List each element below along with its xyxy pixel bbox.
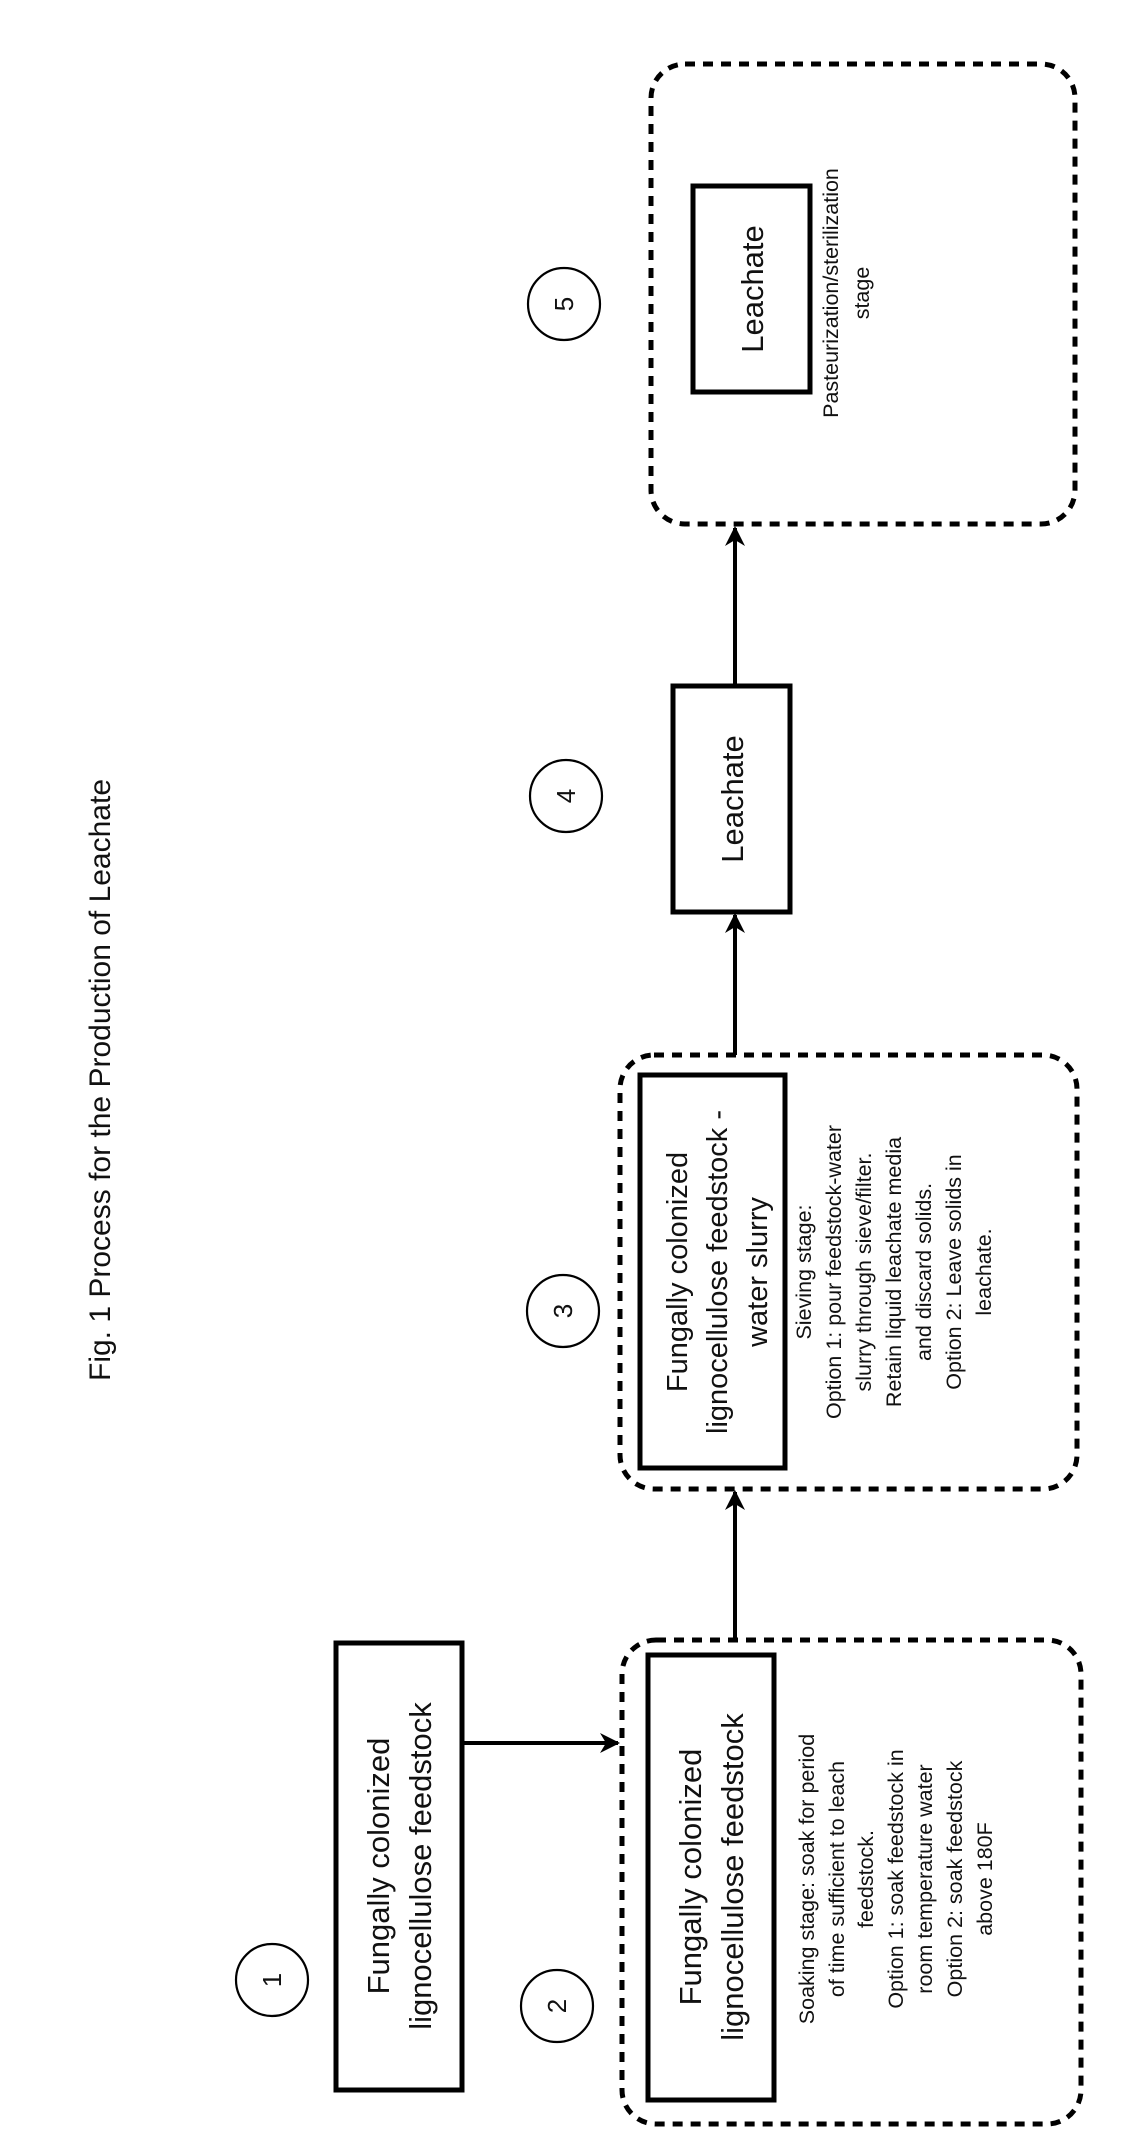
step-2-note: Option 2: soak feedstock xyxy=(943,1760,967,1997)
step-2-box-text: lignocellulose feedstock xyxy=(715,1713,750,2041)
step-2-note: feedstock. xyxy=(854,1830,878,1928)
svg-text:4: 4 xyxy=(551,789,581,803)
step-5-box-text: Leachate xyxy=(735,225,770,353)
svg-text:lignocellulose feedstock: lignocellulose feedstock xyxy=(403,1702,438,2030)
step-5-number: 5 xyxy=(528,268,600,340)
step-2-note: Option 1: soak feedstock in xyxy=(884,1749,908,2008)
step-5-note: stage xyxy=(850,267,874,320)
svg-text:5: 5 xyxy=(549,297,579,311)
step-4-number: 4 xyxy=(530,760,602,832)
step-2-number: 2 xyxy=(521,1970,593,2042)
step-3-note: Sieving stage: xyxy=(792,1204,816,1339)
step-1-number: 1 xyxy=(236,1944,308,2016)
step-1-box: Fungally colonized lignocellulose feedst… xyxy=(336,1643,462,2090)
step-2-box-text: Fungally colonized xyxy=(673,1749,708,2006)
step-3-number: 3 xyxy=(527,1275,599,1347)
step-2-note: above 180F xyxy=(973,1822,997,1936)
step-5-stage: Leachate Pasteurization/sterilization st… xyxy=(651,64,1075,524)
step-3-box-text: lignocellulose feedstock - xyxy=(702,1110,734,1434)
svg-text:1: 1 xyxy=(257,1973,287,1987)
step-2-stage: Fungally colonized lignocellulose feedst… xyxy=(622,1640,1081,2124)
svg-text:2: 2 xyxy=(542,1999,572,2013)
step-3-note: Option 2: Leave solids in xyxy=(942,1154,966,1389)
step-3-stage: Fungally colonized lignocellulose feedst… xyxy=(620,1055,1077,1489)
step-3-note: Retain liquid leachate media xyxy=(882,1137,906,1407)
step-4-box: Leachate xyxy=(673,686,790,912)
step-5-note: Pasteurization/sterilization xyxy=(819,168,843,418)
step-3-note: slurry through sieve/filter. xyxy=(852,1153,876,1392)
step-2-note: Soaking stage: soak for period xyxy=(795,1734,819,2024)
step-3-box-text: Fungally colonized xyxy=(662,1152,694,1392)
svg-text:Fungally colonized: Fungally colonized xyxy=(361,1738,396,1995)
svg-text:3: 3 xyxy=(548,1304,578,1318)
step-3-note: and discard solids. xyxy=(912,1183,936,1361)
figure-title: Fig. 1 Process for the Production of Lea… xyxy=(84,779,117,1381)
step-2-note: room temperature water xyxy=(913,1764,937,1993)
svg-text:Leachate: Leachate xyxy=(715,735,750,863)
step-3-box-text: water slurry xyxy=(742,1197,774,1348)
step-3-note: Option 1: pour feedstock-water xyxy=(822,1125,846,1419)
step-3-note: leachate. xyxy=(972,1228,996,1315)
step-2-note: of time sufficient to leach xyxy=(825,1761,849,1997)
